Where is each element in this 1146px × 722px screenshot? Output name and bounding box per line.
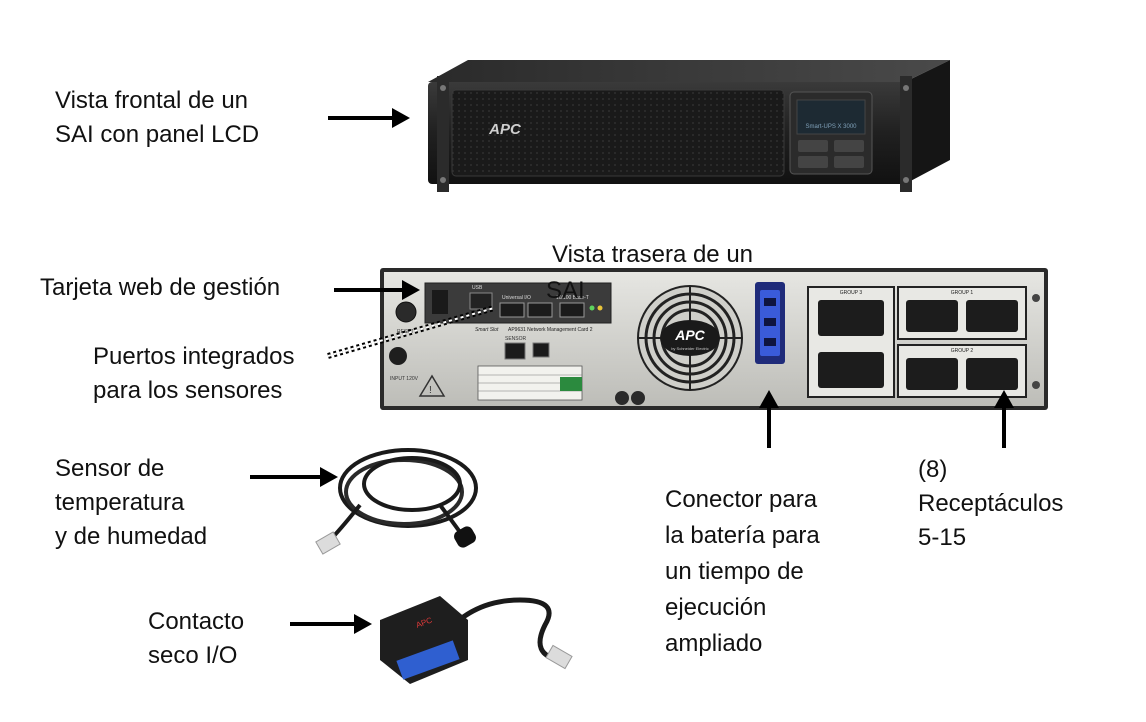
card-model-text: AP9631 Network Management Card 2 [508, 327, 593, 333]
dry-contact-line-2: seco I/O [148, 642, 238, 669]
input-text: INPUT 120V [390, 376, 419, 382]
rear-logo-text: APC [674, 327, 705, 343]
sensor-ports-line-2: para los sensores [93, 377, 283, 404]
battery-connector-line-2: la batería para [665, 522, 820, 549]
front-model-text: Smart-UPS X 3000 [805, 124, 857, 130]
group-1-text: GROUP 1 [951, 290, 974, 296]
front-logo-text: APC [488, 121, 522, 138]
sensor-ports-label: Puertos integrados para los sensores [93, 340, 294, 408]
battery-connector-line-3: un tiempo de [665, 558, 804, 585]
arrow-sensor-ports [327, 305, 495, 359]
receptacles-line-1: (8) [918, 456, 948, 483]
rear-view-label: Vista trasera de un SAI [546, 238, 754, 308]
group-2-text: GROUP 2 [951, 348, 974, 354]
battery-connector-line-5: ampliado [665, 630, 763, 657]
arrow-receptacles [994, 390, 1014, 448]
sensor-port-text: SENSOR [505, 336, 527, 342]
battery-connector-label: Conector para la batería para un tiempo … [665, 482, 820, 662]
sensor-ports-line-1: Puertos integrados [93, 343, 295, 370]
front-view-line-1: Vista frontal de un [55, 87, 249, 114]
rear-view-line-2: SAI [546, 277, 585, 304]
sensor-line-1: Sensor de [55, 455, 165, 482]
card-usb-text: USB [472, 285, 483, 291]
arrow-web-card [334, 280, 420, 300]
dry-contact-line-1: Contacto [148, 608, 245, 635]
receptacles-label: (8) Receptáculos 5-15 [918, 453, 1063, 555]
front-view-label: Vista frontal de un SAI con panel LCD [55, 84, 259, 152]
front-view-line-2: SAI con panel LCD [55, 121, 260, 148]
arrow-battery-connector [759, 390, 779, 448]
receptacles-line-3: 5-15 [918, 524, 967, 551]
receptacles-line-2: Receptáculos [918, 490, 1064, 517]
smart-slot-text: Smart Slot [475, 327, 499, 333]
receptacle-group-2: GROUP 2 [897, 344, 1027, 398]
group-3-text: GROUP 3 [840, 290, 863, 296]
arrow-sensor [250, 467, 338, 487]
arrow-dry-contact [290, 614, 372, 634]
sensor-line-3: y de humedad [55, 523, 208, 550]
receptacle-group-1: GROUP 1 [897, 286, 1027, 340]
sensor-label: Sensor de temperatura y de humedad [55, 452, 207, 554]
rear-sublogo-text: by Schneider Electric [671, 346, 709, 351]
card-universal-io-text: Universal I/O [502, 295, 531, 301]
sensor-line-2: temperatura [55, 489, 185, 516]
front-ups-image: Smart-UPS X 3000 APC [428, 60, 950, 192]
cooling-fan: APC by Schneider Electric [637, 285, 743, 391]
battery-connector [755, 282, 785, 364]
rear-view-line-1: Vista trasera de un [552, 241, 754, 268]
dry-contact-label: Contacto seco I/O [148, 605, 244, 673]
web-card-label: Tarjeta web de gestión [40, 274, 281, 301]
rear-ups-image: USB Universal I/O 10/100 Base-T AP9631 N… [380, 268, 1048, 410]
svg-text:!: ! [429, 385, 432, 396]
dry-contact-image: APC [380, 596, 573, 684]
sensor-cable-image [315, 448, 478, 555]
arrow-front-view [328, 108, 410, 128]
card-network-text: 10/100 Base-T [556, 295, 589, 301]
receptacle-group-3: GROUP 3 [807, 286, 895, 398]
battery-connector-line-1: Conector para [665, 486, 818, 513]
battery-connector-line-4: ejecución [665, 594, 767, 621]
